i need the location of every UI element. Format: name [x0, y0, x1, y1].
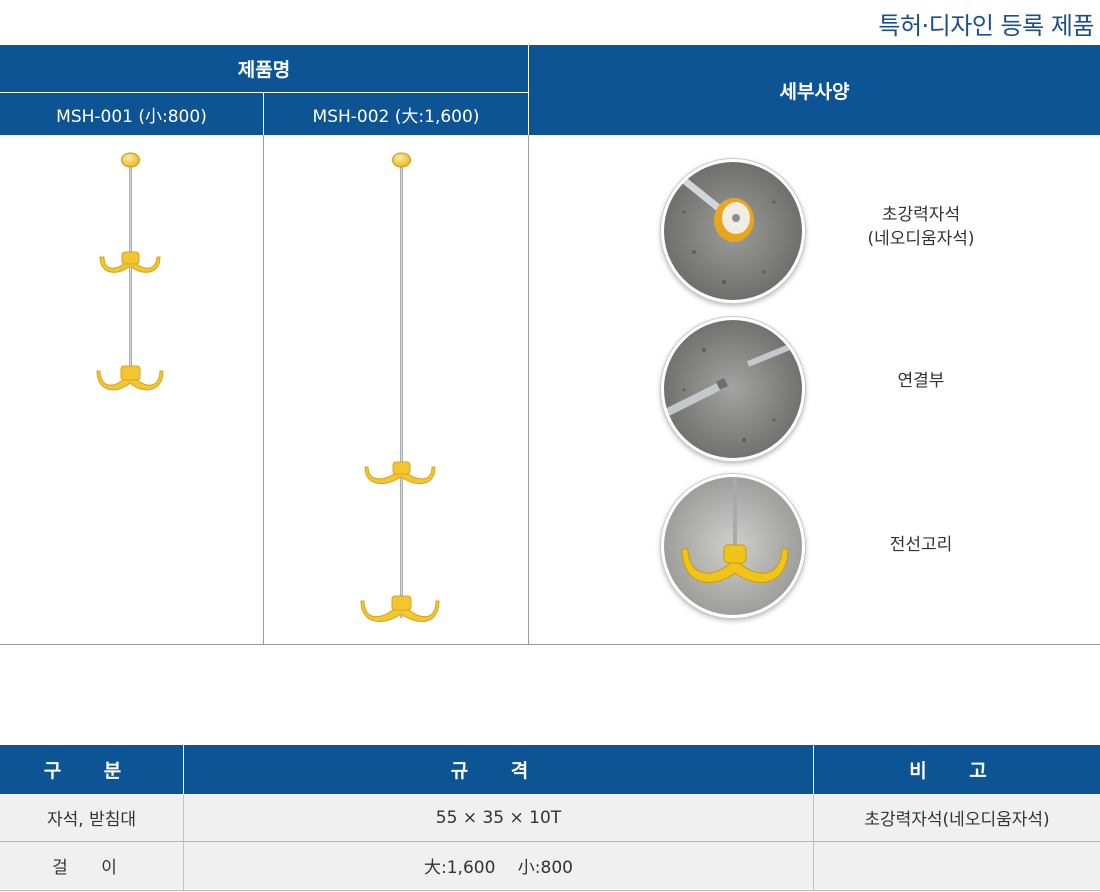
- page-title: 특허·디자인 등록 제품: [878, 12, 1094, 40]
- header-spec: 세부사양: [529, 45, 1100, 135]
- row-note: [814, 842, 1100, 889]
- product-table: 제품명 세부사양 MSH-001 (小:800) MSH-002 (大:1,60…: [0, 45, 1100, 645]
- divider: [263, 135, 264, 645]
- spec-header-spec: 규 격: [184, 745, 813, 794]
- divider: [528, 135, 529, 645]
- row-category: 걸 이: [52, 858, 131, 878]
- row-spec: 大:1,600 小:800: [424, 858, 573, 878]
- header-model-2: MSH-002 (大:1,600): [264, 93, 528, 135]
- spec-header-note: 비 고: [814, 745, 1100, 794]
- row-spec: 55 × 35 × 10T: [435, 807, 562, 828]
- row-category: 자석, 받침대: [46, 810, 136, 830]
- table-row: 자석, 받침대 55 × 35 × 10T 초강력자석(네오디움자석): [0, 794, 1100, 841]
- spec-header-category: 구 분: [0, 745, 183, 794]
- divider: [0, 841, 1100, 842]
- detail-label-wire-hook: 전선고리: [889, 535, 953, 555]
- product-image-msh-001: [0, 135, 263, 644]
- connector-photo-icon: [661, 317, 805, 461]
- divider: [183, 794, 184, 891]
- hook-small: [99, 251, 161, 273]
- wire-hook-photo-icon: [661, 474, 805, 618]
- hook-large: [96, 365, 164, 391]
- table-row: 걸 이 大:1,600 小:800: [0, 842, 1100, 889]
- spec-table: 구 분 규 격 비 고 자석, 받침대 55 × 35 × 10T 초강력자석(…: [0, 745, 1100, 891]
- product-image-msh-002: [264, 135, 528, 644]
- header-product-name: 제품명: [0, 45, 528, 92]
- row-note: 초강력자석(네오디움자석): [864, 810, 1050, 830]
- divider: [813, 794, 814, 891]
- header-model-1: MSH-001 (小:800): [0, 93, 263, 135]
- hook-large: [360, 595, 440, 622]
- divider: [0, 644, 1100, 645]
- detail-label-connector: 연결부: [897, 371, 945, 391]
- hook-small: [364, 461, 436, 485]
- magnet-photo-icon: [661, 159, 805, 303]
- divider: [0, 890, 1100, 891]
- detail-label-magnet: 초강력자석 (네오디움자석): [867, 205, 975, 249]
